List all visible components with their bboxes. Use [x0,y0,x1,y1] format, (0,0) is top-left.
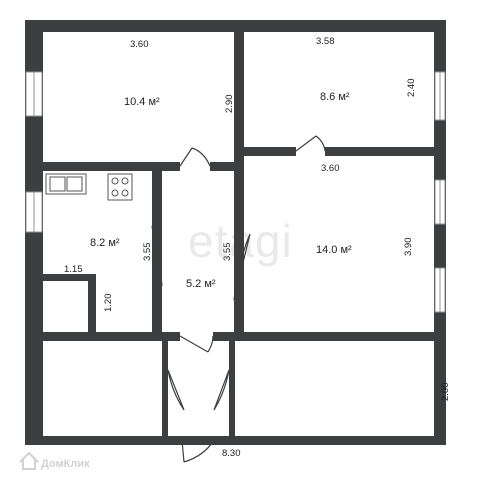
dim-closet-height: 1.20 [103,294,114,313]
door-middle-right [233,233,251,301]
interior-walls [35,20,434,445]
kitchen-fixtures [45,173,133,201]
dim-top-right-width: 3.58 [316,36,335,47]
stove [107,173,133,201]
dim-top-left-width: 3.60 [130,39,149,50]
door-hall-kitchen [151,225,163,287]
room-area-top-left: 10.4 м² [124,96,160,108]
dim-hall-height: 3.55 [222,243,233,262]
door-bottom-left [167,369,185,411]
door-bottom-right [213,369,230,411]
door-entry [181,439,215,463]
door-hall-bottom [179,335,214,353]
dim-bottom-height: 2.00 [440,383,451,402]
door-top-right [295,135,326,152]
room-area-middle-right: 14.0 м² [316,244,352,256]
dim-kitchen-height: 3.55 [142,243,153,262]
logo: ДомКлик [19,451,90,470]
door-top-left [179,147,211,167]
logo-text: ДомКлик [41,458,90,470]
room-area-hall: 5.2 м² [186,278,216,290]
dim-middle-right-height: 3.90 [403,238,414,257]
doors [151,135,326,463]
dim-total-width: 8.30 [222,448,241,459]
windows [25,71,446,313]
dim-closet-width: 1.15 [64,264,83,275]
house-icon [19,451,39,470]
dim-top-right-height: 2.40 [406,79,417,98]
room-area-top-right: 8.6 м² [320,91,350,103]
dim-top-left-height: 2.90 [224,95,235,114]
room-area-kitchen: 8.2 м² [90,237,120,249]
dim-middle-right-width: 3.60 [321,163,340,174]
